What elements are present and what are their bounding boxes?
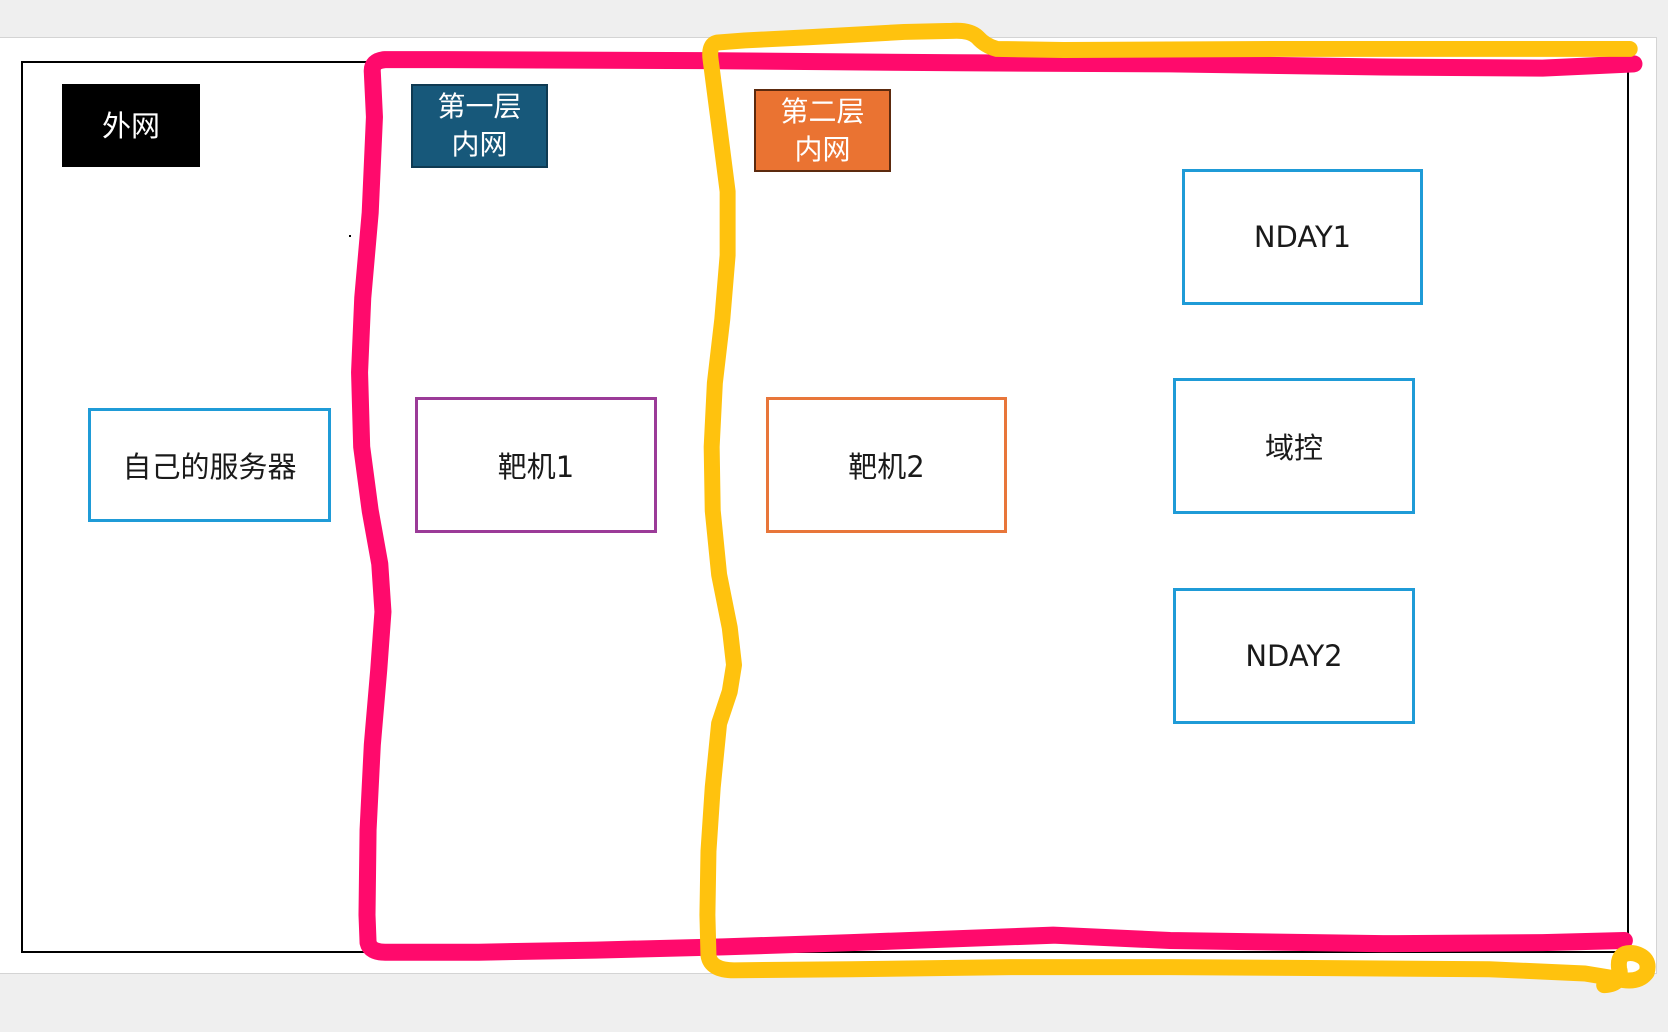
layer1-label-line1: 第一层	[437, 90, 522, 123]
layer2-intranet-badge[interactable]: 第二层 内网	[754, 89, 891, 172]
layer1-label-line2: 内网	[451, 128, 508, 161]
target-1-node[interactable]: 靶机1	[415, 397, 657, 533]
layer2-label-line2: 内网	[794, 132, 851, 166]
target-1-label: 靶机1	[497, 450, 575, 484]
layer1-intranet-badge[interactable]: 第一层 内网	[411, 84, 548, 168]
layer2-label-line1: 第二层	[780, 94, 865, 128]
stray-mark	[349, 235, 351, 237]
nday-2-node[interactable]: NDAY2	[1173, 588, 1415, 724]
domain-controller-node[interactable]: 域控	[1173, 378, 1415, 514]
nday-2-label: NDAY2	[1245, 639, 1343, 673]
external-network-label: 外网	[101, 108, 160, 143]
nday-1-label: NDAY1	[1253, 220, 1352, 254]
domain-controller-label: 域控	[1264, 431, 1323, 465]
own-server-node[interactable]: 自己的服务器	[88, 408, 331, 522]
target-2-node[interactable]: 靶机2	[766, 397, 1007, 533]
target-2-label: 靶机2	[848, 450, 925, 484]
own-server-label: 自己的服务器	[122, 450, 297, 484]
nday-1-node[interactable]: NDAY1	[1182, 169, 1423, 305]
external-network-badge[interactable]: 外网	[62, 84, 200, 167]
